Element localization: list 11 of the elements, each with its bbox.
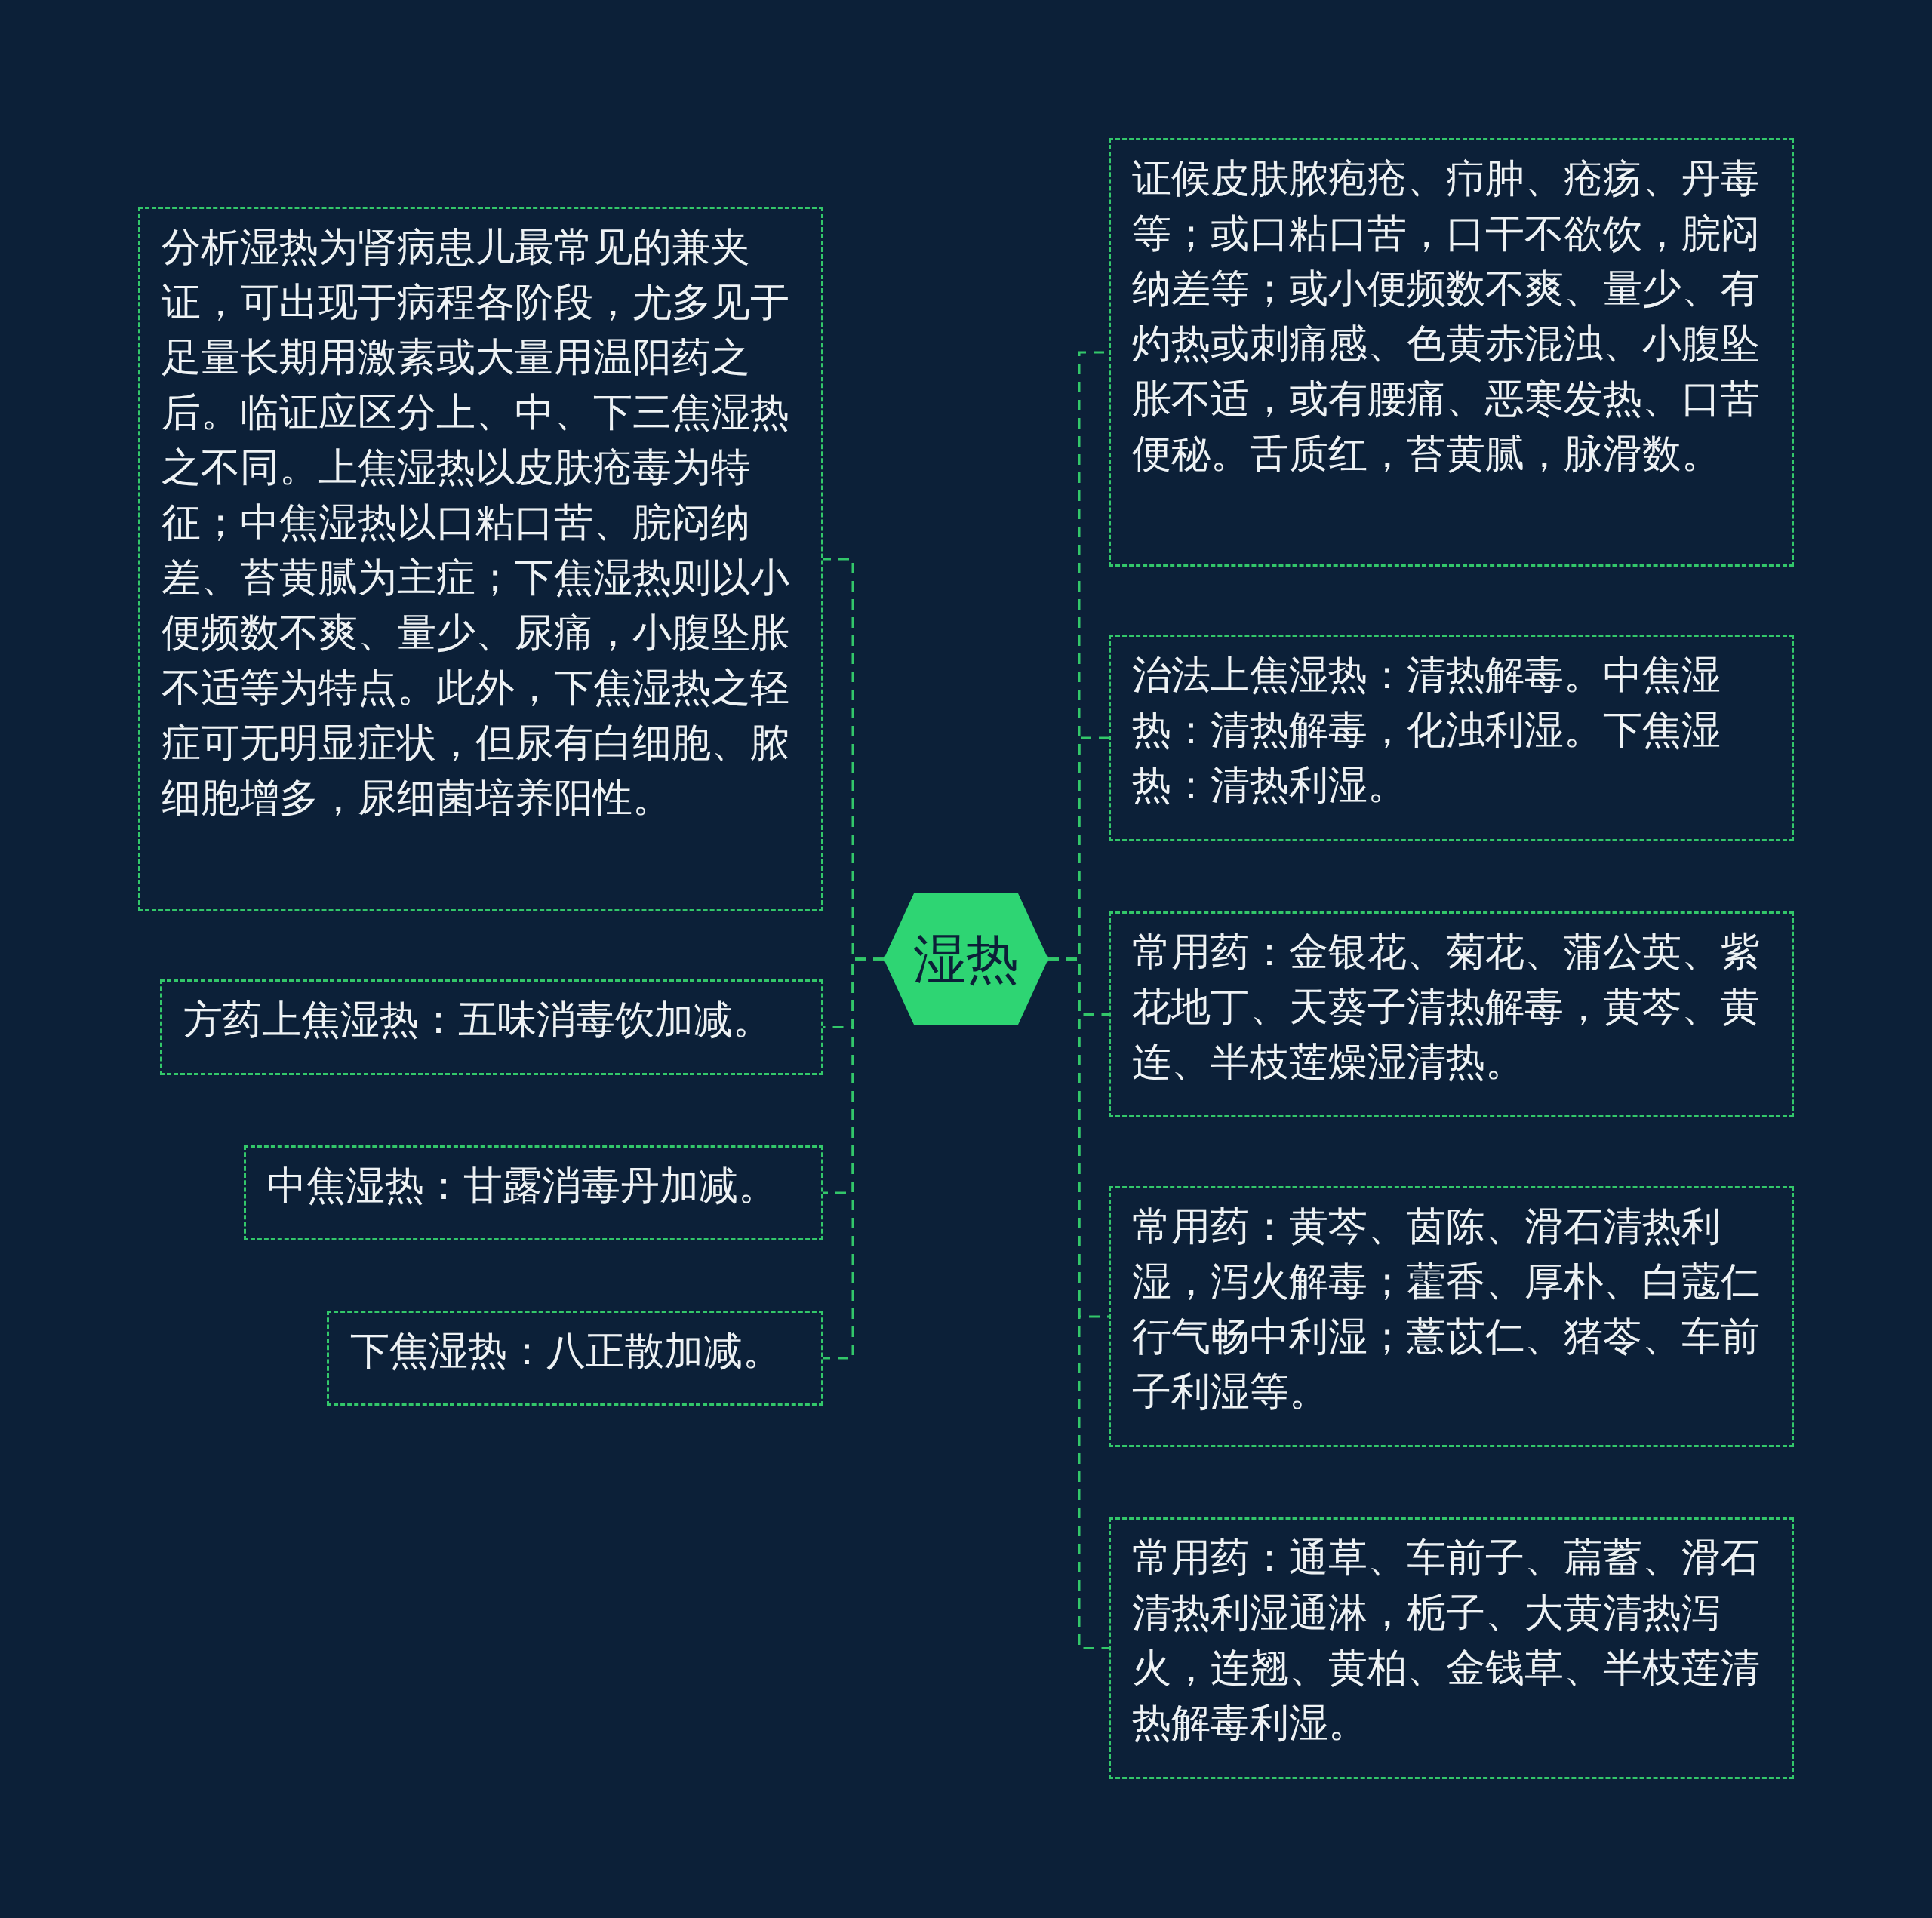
text-box: 分析湿热为肾病患儿最常见的兼夹证，可出现于病程各阶段，尤多见于足量长期用激素或大量用温阳药之后。临证应区分上、中、下三焦湿热之不同。上焦湿热以皮肤疮毒为特征；中焦湿热以口粘口苦、脘闷纳差、苔黄腻为主症；下焦湿热则以小便频数不爽、量少、尿痛，小腹坠胀不适等为特点。此外，下焦湿热之轻症可无明显症状，但尿有白细胞、脓细胞增多，尿细菌培养阳性。 [138,207,823,911]
text-box: 下焦湿热：八正散加减。 [327,1311,823,1406]
connector [823,957,884,1360]
text-box: 治法上焦湿热：清热解毒。中焦湿热：清热解毒，化浊利湿。下焦湿热：清热利湿。 [1109,635,1794,841]
text-box: 常用药：黄芩、茵陈、滑石清热利湿，泻火解毒；藿香、厚朴、白蔻仁行气畅中利湿；薏苡仁、猪苓、车前子利湿等。 [1109,1186,1794,1447]
topic-label: 湿热 [912,927,1020,991]
text-box: 常用药：金银花、菊花、蒲公英、紫花地丁、天葵子清热解毒，黄芩、黄连、半枝莲燥湿清热。 [1109,911,1794,1117]
text-box: 中焦湿热：甘露消毒丹加减。 [244,1145,823,1240]
text-box: 常用药：通草、车前子、萹蓄、滑石清热利湿通淋，栀子、大黄清热泻火，连翘、黄柏、金钱草、半枝莲清热解毒利湿。 [1109,1517,1794,1779]
text-box: 方药上焦湿热：五味消毒饮加减。 [160,979,823,1075]
text-box: 证候皮肤脓疱疮、疖肿、疮疡、丹毒等；或口粘口苦，口干不欲饮，脘闷纳差等；或小便频数不爽、量少、有灼热或刺痛感、色黄赤混浊、小腹坠胀不适，或有腰痛、恶寒发热、口苦便秘。舌质红，苔黄腻，脉滑数。 [1109,138,1794,567]
